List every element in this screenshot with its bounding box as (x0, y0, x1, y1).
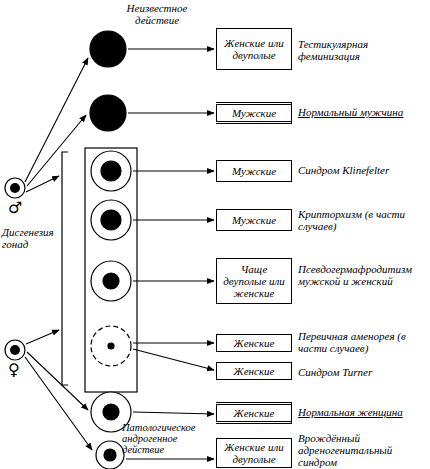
box-text: Мужские (232, 214, 276, 226)
arrow (133, 280, 214, 281)
annotation: Синдром Turner (298, 366, 428, 378)
gonad-core (103, 273, 119, 289)
arrow (25, 357, 92, 450)
arrow (128, 48, 214, 49)
sex-symbol: ♂ (8, 200, 24, 216)
gonad-core (101, 161, 121, 181)
gonad-core (10, 345, 20, 355)
arrow (26, 330, 59, 344)
arrow (133, 342, 214, 343)
gonad-symbol (91, 200, 131, 240)
gonad-core (108, 343, 114, 349)
arrow (26, 176, 59, 192)
box-text: Чаще двуполые или женские (219, 263, 289, 299)
dysgenesis-frame (85, 148, 137, 392)
sex-characteristics-box: Мужские (216, 102, 292, 124)
gonad-core (10, 183, 20, 193)
sex-characteristics-box: Женские или двуполые (216, 28, 292, 70)
annotation: Нормальная женщина (298, 406, 428, 418)
sex-characteristics-box: Женские или двуполые (216, 438, 292, 468)
arrows (25, 49, 214, 459)
sex-characteristics-box: Чаще двуполые или женские (216, 258, 292, 304)
arrow (133, 412, 214, 414)
sex-characteristics-box: Женские (216, 362, 292, 380)
streak-gonad-symbol (91, 326, 131, 366)
annotation: Крипторхизм (в части случаев) (298, 208, 428, 232)
testis-symbol (90, 31, 126, 67)
annotation: Врождённый адреногенитальный синдром (298, 432, 428, 468)
box-text: Женские (234, 407, 275, 419)
annotation: Первичная аменорея (в части случаев) (298, 330, 428, 354)
box-text: Женские (234, 365, 275, 377)
arrow (25, 58, 88, 182)
ovary-symbol (96, 441, 124, 469)
box-text: Мужские (232, 107, 276, 119)
gonad-symbol (91, 151, 131, 191)
gonad-symbol (5, 178, 25, 198)
arrow (126, 458, 214, 459)
sex-characteristics-box: Мужские (216, 209, 292, 231)
annotation: Патологическое андрогенное действие (122, 422, 214, 455)
annotation: Нормальный мужчина (298, 106, 428, 118)
gonad-symbol (91, 261, 131, 301)
annotation: Синдром Klinefelter (298, 164, 428, 176)
box-text: Мужские (232, 165, 276, 177)
box-text: Женские или двуполые (219, 37, 289, 61)
arrow (133, 219, 214, 220)
bracket (62, 152, 68, 385)
testis-symbol (90, 95, 126, 131)
arrow (133, 170, 214, 171)
arrow (133, 349, 214, 370)
sex-characteristics-box: Женские (216, 402, 292, 424)
sex-characteristics-box: Женские (216, 334, 292, 352)
box-text: Женские или двуполые (219, 441, 289, 465)
gonad-core (101, 210, 121, 230)
annotation: Неизвестное действие (122, 2, 192, 26)
box-text: Женские (234, 337, 275, 349)
annotation: Дисгенезия гонад (2, 226, 62, 250)
sex-characteristics-box: Мужские (216, 160, 292, 182)
annotation: Псевдогермафродитизм мужской и женский (298, 263, 428, 287)
gonad-core (104, 449, 116, 461)
gonad-symbol (5, 340, 25, 360)
sex-symbol: ♀ (8, 362, 24, 378)
parent-gonads (5, 178, 25, 360)
arrow (128, 112, 214, 113)
gonad-core (103, 404, 119, 420)
arrow (27, 115, 86, 186)
gonads (90, 31, 131, 469)
annotation: Тестикулярная феминизация (298, 38, 428, 62)
